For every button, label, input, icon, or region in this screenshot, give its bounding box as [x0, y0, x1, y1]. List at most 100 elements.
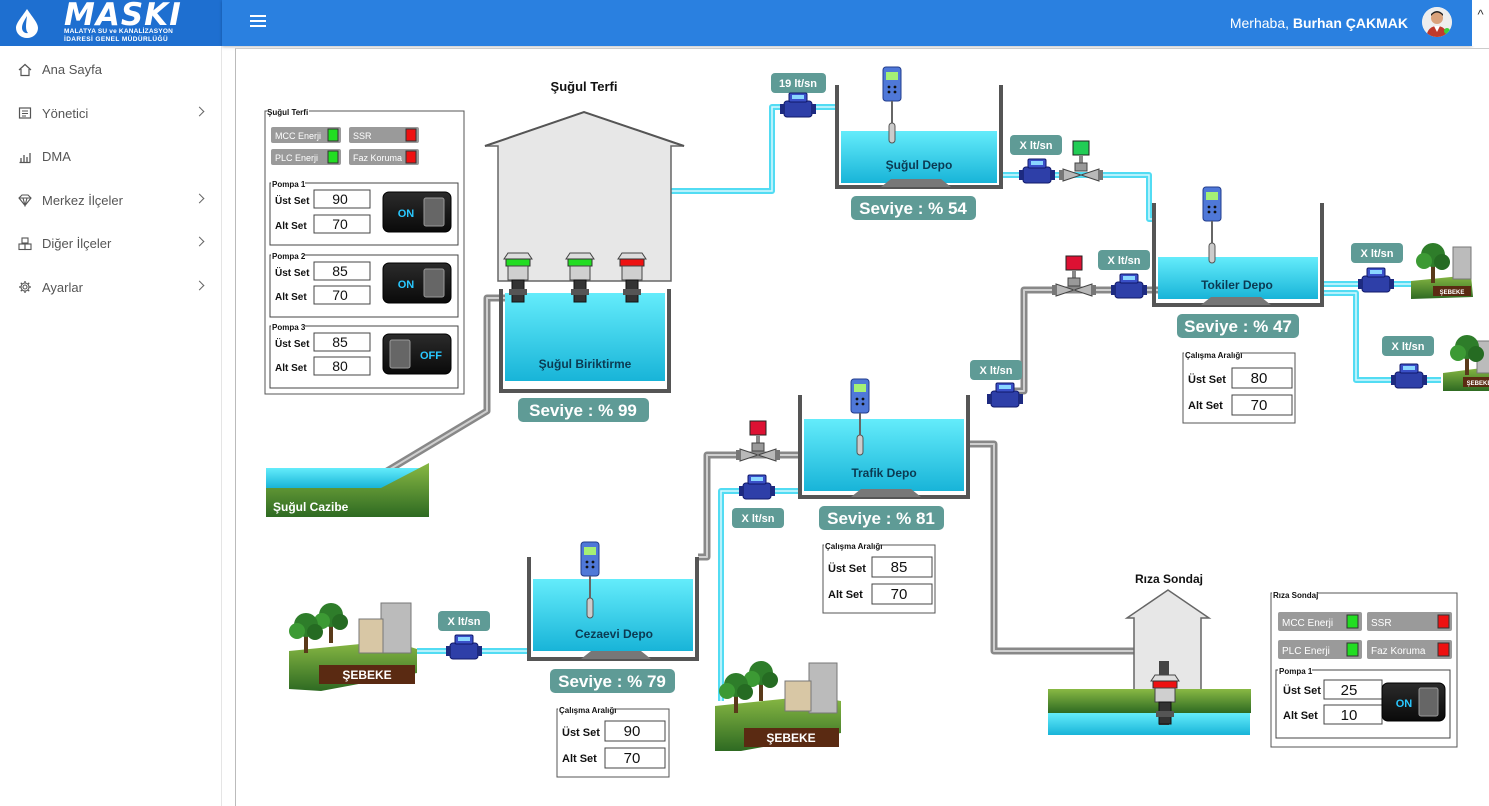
riza-sondaj-title: Rıza Sondaj — [1135, 572, 1203, 586]
ust-set-label: Üst Set — [828, 562, 866, 575]
sebeke-label: ŞEBEKE — [342, 668, 391, 682]
alt-set-value: 70 — [332, 287, 348, 303]
ust-set-input[interactable] — [871, 556, 933, 578]
sebeke-label: ŞEBEKE — [1440, 290, 1465, 296]
logo-area[interactable]: MASKİ MALATYA SU ve KANALİZASYON İDARESİ… — [0, 0, 222, 46]
alt-set-input[interactable] — [604, 747, 666, 769]
sebeke-right-bottom: ŞEBEKE — [1443, 335, 1489, 391]
chevron-right-icon — [194, 193, 205, 203]
ust-set-label: Üst Set — [275, 266, 310, 279]
flowmeter-icon[interactable] — [779, 92, 817, 118]
tank-name: Şuğul Depo — [886, 158, 953, 172]
level-label-trafik: Seviye : % 81 — [827, 509, 935, 528]
range-title: Çalışma Aralığı — [1185, 351, 1243, 360]
alt-set-input[interactable] — [313, 356, 371, 376]
level-sensor-icon[interactable] — [1202, 186, 1222, 264]
avatar[interactable] — [1422, 7, 1452, 37]
alt-set-input[interactable] — [871, 583, 933, 605]
gear-icon — [19, 281, 31, 294]
logo-name: MASKİ — [64, 0, 182, 33]
alt-set-label: Alt Set — [275, 221, 307, 232]
tank-trafik-depo: Trafik Depo — [798, 395, 970, 499]
alt-set-value: 70 — [624, 750, 641, 767]
alt-set-label: Alt Set — [1283, 710, 1318, 722]
valve-open-icon[interactable] — [1058, 140, 1104, 182]
sidebar-item-ayarlar[interactable]: Ayarlar — [0, 266, 221, 310]
flowmeter-icon[interactable] — [1018, 158, 1056, 184]
status-label-mcc: MCC Enerji — [1282, 618, 1333, 629]
status-label-faz: Faz Koruma — [1371, 646, 1426, 657]
status-label-plc: PLC Enerji — [275, 153, 318, 163]
led-plc-green — [1346, 642, 1359, 657]
alt-set-input[interactable] — [313, 285, 371, 305]
ust-set-value: 90 — [332, 191, 348, 207]
flowmeter-icon[interactable] — [1390, 363, 1428, 389]
range-title: Çalışma Aralığı — [559, 706, 617, 715]
home-icon — [18, 63, 32, 76]
tank-sugul-biriktirme: Şuğul Biriktirme — [499, 289, 671, 393]
ust-set-input[interactable] — [313, 332, 371, 352]
sebeke-left: ŞEBEKE — [289, 602, 417, 691]
user-name[interactable]: Burhan ÇAKMAK — [1292, 15, 1408, 31]
sidebar-item-merkez-ilceler[interactable]: Merkez İlçeler — [0, 179, 221, 223]
valve-closed-icon[interactable] — [1051, 255, 1097, 297]
sidebar-item-dma[interactable]: DMA — [0, 135, 221, 179]
flowmeter-icon[interactable] — [1110, 273, 1148, 299]
ust-set-input[interactable] — [1231, 367, 1293, 389]
sidebar-item-label: Ayarlar — [42, 279, 83, 295]
status-label-ssr: SSR — [1371, 618, 1392, 629]
sidebar-item-diger-ilceler[interactable]: Diğer İlçeler — [0, 222, 221, 266]
ust-set-input[interactable] — [313, 261, 371, 281]
pump-title: Pompa 3 — [272, 323, 306, 332]
ust-set-value: 25 — [1341, 682, 1358, 699]
ust-set-value: 85 — [332, 263, 348, 279]
led-mcc-green — [1346, 614, 1359, 629]
terfi-control-panel: Şuğul Terfi MCC Enerji SSR PLC Enerji Fa… — [264, 107, 465, 395]
alt-set-value: 10 — [1341, 707, 1358, 724]
ust-set-label: Üst Set — [1188, 373, 1226, 386]
flowmeter-icon[interactable] — [1357, 267, 1395, 293]
scroll-up-caret-icon[interactable]: ^ — [1472, 0, 1489, 46]
riza-sondaj-well: Rıza Sondaj — [1048, 572, 1251, 735]
alt-set-label: Alt Set — [562, 753, 597, 765]
status-label-plc: PLC Enerji — [1282, 646, 1330, 657]
water-drop-icon — [16, 9, 38, 38]
alt-set-label: Alt Set — [1188, 400, 1223, 412]
pump-2-settings: Pompa 2 Üst Set 85 Alt Set 70 ON — [269, 251, 459, 318]
flowmeter-icon[interactable] — [986, 382, 1024, 408]
ust-set-value: 85 — [891, 559, 908, 576]
status-label-faz: Faz Koruma — [353, 153, 402, 163]
sidebar-item-yonetici[interactable]: Yönetici — [0, 92, 221, 136]
ust-set-label: Üst Set — [275, 337, 310, 350]
ust-set-input[interactable] — [313, 189, 371, 209]
flow-label-4: X lt/sn — [1360, 248, 1393, 260]
sugul-cazibe-source: Şuğul Cazibe — [266, 463, 429, 517]
flow-label-7: X lt/sn — [741, 513, 774, 525]
sidebar-item-label: Merkez İlçeler — [42, 192, 123, 208]
top-bar: Merhaba, Burhan ÇAKMAK — [222, 0, 1472, 46]
sugul-cazibe-label: Şuğul Cazibe — [273, 500, 349, 514]
valve-closed-icon[interactable] — [735, 420, 781, 462]
sidebar-item-label: DMA — [42, 149, 71, 165]
chevron-right-icon — [194, 236, 205, 247]
tank-name: Cezaevi Depo — [575, 627, 653, 641]
range-box-tokiler: Çalışma Aralığı Üst Set 80 Alt Set 70 — [1182, 349, 1296, 424]
alt-set-input[interactable] — [313, 214, 371, 234]
tank-name: Şuğul Biriktirme — [539, 357, 632, 371]
flowmeter-icon[interactable] — [445, 634, 483, 660]
scada-diagram: Şuğul Terfi Şuğul Biriktirme Şuğul Cazib… — [264, 66, 1489, 778]
sidebar-item-label: Diğer İlçeler — [42, 236, 112, 252]
toggle-state: ON — [398, 279, 415, 291]
menu-toggle-icon[interactable] — [250, 15, 266, 29]
sidebar-item-ana-sayfa[interactable]: Ana Sayfa — [0, 48, 221, 92]
flowmeter-icon[interactable] — [738, 474, 776, 500]
pump-title: Pompa 2 — [272, 252, 306, 261]
diamond-icon — [18, 194, 32, 208]
range-box-trafik: Çalışma Aralığı Üst Set 85 Alt Set 70 — [822, 541, 936, 614]
sugul-terfi-building: Şuğul Terfi — [484, 79, 685, 282]
panel-title: Rıza Sondaj — [1273, 591, 1318, 600]
level-label-sugul-depo: Seviye : % 54 — [859, 199, 967, 218]
alt-set-input[interactable] — [1231, 394, 1293, 416]
ust-set-input[interactable] — [604, 720, 666, 742]
